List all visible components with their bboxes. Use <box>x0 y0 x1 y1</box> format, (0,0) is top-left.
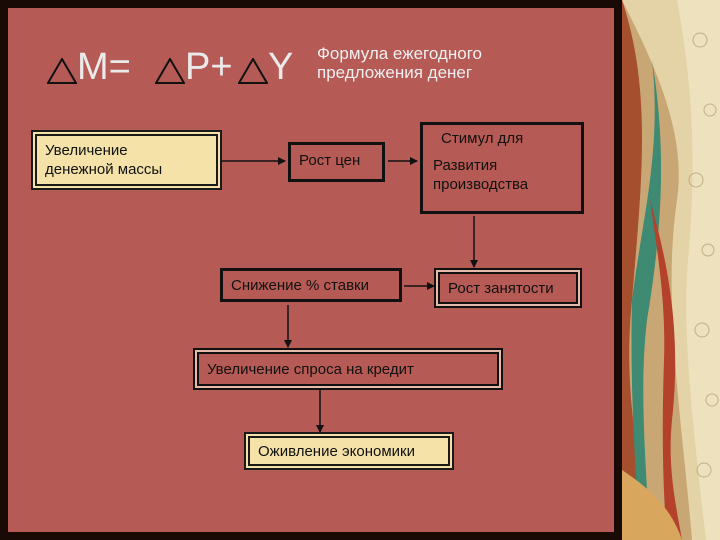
node-price-growth: Рост цен <box>288 142 385 182</box>
node-money-increase: Увеличение денежной массы <box>35 134 218 186</box>
node-rate-decrease: Снижение % ставки <box>220 268 402 302</box>
formula-price: P+ <box>185 47 233 87</box>
node-text: Увеличение <box>45 141 208 160</box>
decorative-strip <box>622 0 720 540</box>
formula-output: Y <box>268 47 293 87</box>
node-text: производства <box>433 175 571 194</box>
node-text: денежной массы <box>45 160 208 179</box>
caption-line: Формула ежегодного <box>317 44 482 63</box>
node-text: Развития <box>433 156 571 175</box>
node-credit-demand: Увеличение спроса на кредит <box>197 352 499 386</box>
delta-icon <box>47 58 77 84</box>
formula-caption: Формула ежегодного предложения денег <box>317 44 482 82</box>
node-text: Стимул для <box>433 129 571 148</box>
node-stimulus: Стимул для Развития производства <box>420 122 584 214</box>
delta-icon <box>238 58 268 84</box>
node-economy-revival: Оживление экономики <box>248 436 450 466</box>
formula-money: M= <box>77 47 131 87</box>
node-employment-growth: Рост занятости <box>438 272 578 304</box>
delta-icon <box>155 58 185 84</box>
caption-line: предложения денег <box>317 63 482 82</box>
